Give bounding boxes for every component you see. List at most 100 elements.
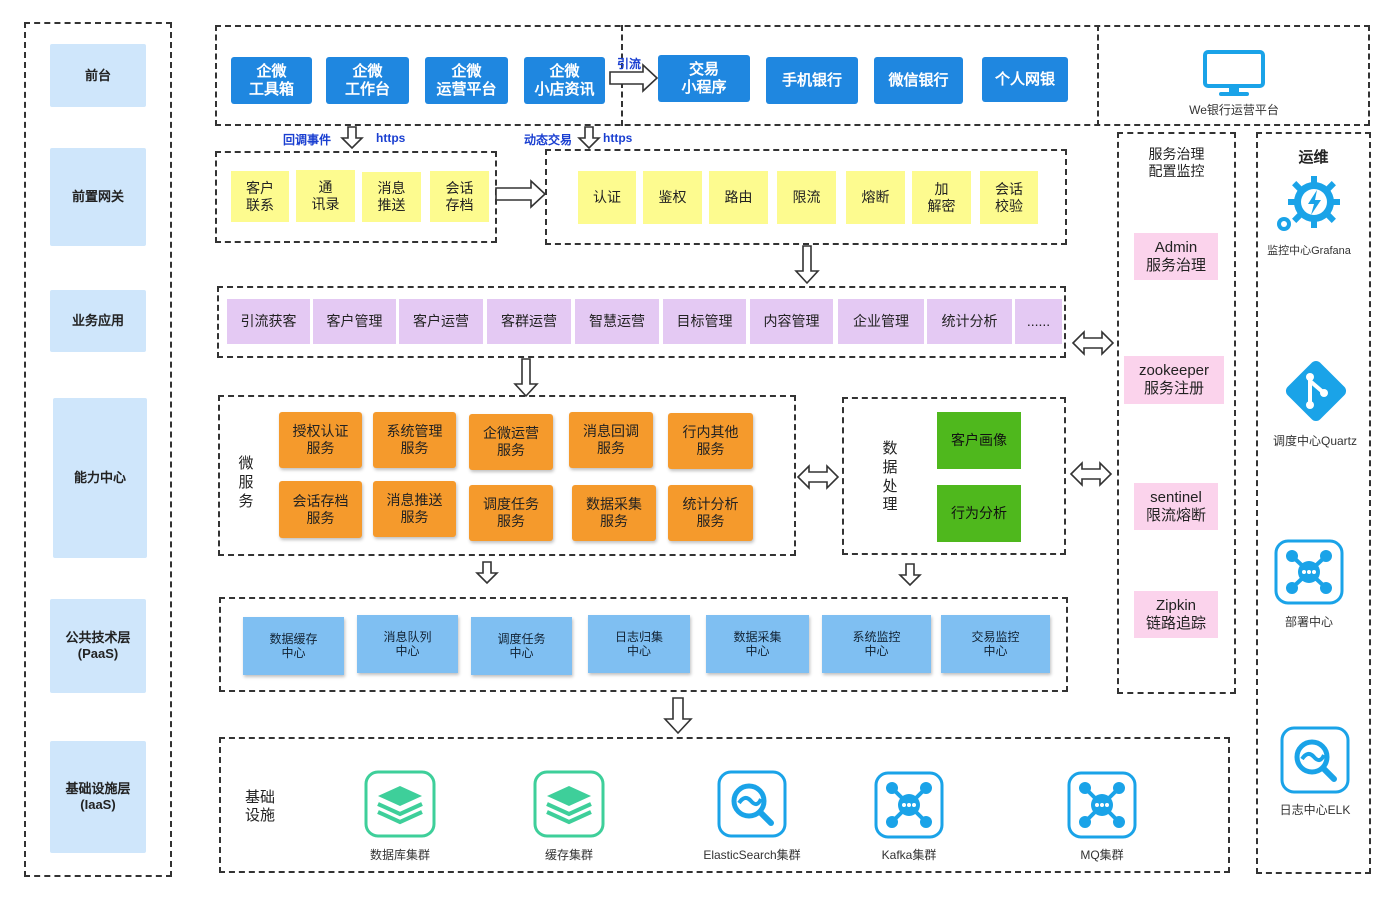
iaas-container <box>219 737 1230 873</box>
dynamic-trade-arrow <box>577 126 601 150</box>
referral-label: 引流 <box>617 57 642 71</box>
search-icon <box>717 770 787 838</box>
business-governance-arrow <box>1071 330 1115 356</box>
paas-system-monitor: 系统监控 中心 <box>822 615 931 673</box>
gateway-circuit-break: 熔断 <box>846 171 905 224</box>
service-session-archive: 会话存档 服务 <box>279 481 362 538</box>
business-lead-acquisition: 引流获客 <box>227 299 310 344</box>
layer-business: 业务应用 <box>50 290 146 352</box>
gateway-right-container <box>545 149 1067 245</box>
service-wecom-operation: 企微运营 服务 <box>469 414 553 470</box>
wecom-workbench: 企微 工作台 <box>326 57 409 104</box>
iaas-database-label: 数据库集群 <box>369 848 430 862</box>
paas-data-collection: 数据采集 中心 <box>706 615 809 673</box>
paas-message-queue: 消息队列 中心 <box>357 615 458 673</box>
ops-grafana-label: 监控中心Grafana <box>1267 245 1351 257</box>
wecom-operations: 企微 运营平台 <box>425 57 508 104</box>
paas-data-cache: 数据缓存 中心 <box>243 617 344 675</box>
governance-container <box>1117 132 1236 694</box>
paas-down-arrow <box>663 697 693 735</box>
gateway-link-arrow <box>495 179 547 209</box>
service-data-collection: 数据采集 服务 <box>572 485 656 541</box>
business-container <box>217 286 1066 358</box>
ops-deploy-label: 部署中心 <box>1284 615 1333 629</box>
service-scheduling: 调度任务 服务 <box>469 485 553 541</box>
business-enterprise-management: 企业管理 <box>838 299 924 344</box>
iaas-cache-label: 缓存集群 <box>544 848 593 862</box>
business-customer-management: 客户管理 <box>313 299 396 344</box>
referral-arrow <box>609 63 659 93</box>
monitor-icon <box>1203 50 1265 96</box>
customer-profile: 客户画像 <box>937 412 1021 469</box>
business-more: ...... <box>1015 299 1062 344</box>
hub-icon <box>874 771 944 839</box>
wecom-toolbox: 企微 工具箱 <box>231 57 312 104</box>
https-label-1: https <box>376 131 406 145</box>
layer-capability: 能力中心 <box>53 398 147 558</box>
paas-trade-monitor: 交易监控 中心 <box>941 615 1050 673</box>
business-content-management: 内容管理 <box>750 299 833 344</box>
service-message-callback: 消息回调 服务 <box>569 412 653 468</box>
service-message-push: 消息推送 服务 <box>373 481 456 537</box>
business-smart-operation: 智慧运营 <box>575 299 659 344</box>
gear-lightning-icon <box>1277 176 1340 231</box>
microservice-title: 微 服 务 <box>238 455 254 510</box>
gateway-session-archive: 会话 存档 <box>430 171 489 222</box>
ops-title: 运维 <box>1298 149 1329 166</box>
business-down-arrow <box>513 358 539 398</box>
ops-container <box>1256 132 1371 874</box>
platform-label: We银行运营平台 <box>1189 103 1279 117</box>
stack-icon <box>364 770 436 838</box>
governance-title: 服务治理 配置监控 <box>1148 146 1205 179</box>
gateway-customer-contact: 客户 联系 <box>231 171 289 222</box>
data-processing-container <box>842 397 1066 555</box>
trade-miniprogram: 交易 小程序 <box>658 55 750 102</box>
gateway-authorization: 鉴权 <box>643 171 702 224</box>
ops-elk-label: 日志中心ELK <box>1279 803 1351 817</box>
business-group-operation: 客群运营 <box>487 299 571 344</box>
hub-icon <box>1067 771 1137 839</box>
https-label-2: https <box>603 131 633 145</box>
wechat-banking: 微信银行 <box>874 57 963 104</box>
capability-down-arrow-right <box>898 563 922 587</box>
dynamic-trade-label: 动态交易 <box>524 133 573 147</box>
paas-scheduling: 调度任务 中心 <box>471 617 572 675</box>
paas-log-collection: 日志归集 中心 <box>588 615 690 673</box>
business-statistics: 统计分析 <box>927 299 1012 344</box>
iaas-kafka-label: Kafka集群 <box>881 848 937 862</box>
gateway-message-push: 消息 推送 <box>362 172 421 222</box>
capability-down-arrow-left <box>475 561 499 585</box>
layer-frontend: 前台 <box>50 44 146 107</box>
business-goal-management: 目标管理 <box>663 299 746 344</box>
gateway-rate-limit: 限流 <box>777 171 836 224</box>
microservice-container <box>218 395 796 556</box>
data-processing-title: 数 据 处 理 <box>882 440 898 514</box>
layer-iaas: 基础设施层 (IaaS) <box>50 741 146 853</box>
gateway-address-book: 通 讯录 <box>296 170 355 222</box>
mobile-banking: 手机银行 <box>766 57 858 104</box>
ops-quartz-label: 调度中心Quartz <box>1272 434 1357 448</box>
stack-icon <box>533 770 605 838</box>
paas-container <box>219 597 1068 692</box>
layer-column <box>24 22 172 877</box>
service-statistics: 统计分析 服务 <box>668 485 753 541</box>
service-system-management: 系统管理 服务 <box>373 412 456 468</box>
governance-zipkin: Zipkin 链路追踪 <box>1134 591 1218 638</box>
governance-sentinel: sentinel 限流熔断 <box>1134 483 1218 530</box>
capability-link-arrow <box>796 464 840 490</box>
service-authorization: 授权认证 服务 <box>279 412 362 468</box>
frontend-platform-divider <box>1097 25 1099 126</box>
behavior-analysis: 行为分析 <box>937 485 1021 542</box>
search-icon <box>1280 726 1350 794</box>
iaas-title: 基础 设施 <box>245 789 276 824</box>
personal-ebanking: 个人网银 <box>982 57 1068 102</box>
gateway-auth: 认证 <box>578 171 636 224</box>
wecom-shop-news: 企微 小店资讯 <box>524 57 605 104</box>
gateway-session-verify: 会话 校验 <box>980 171 1038 224</box>
data-governance-arrow <box>1069 461 1113 487</box>
git-branch-icon <box>1285 360 1347 422</box>
governance-zookeeper: zookeeper 服务注册 <box>1124 356 1224 404</box>
hub-icon <box>1274 539 1344 605</box>
business-customer-operation: 客户运营 <box>399 299 483 344</box>
gateway-routing: 路由 <box>709 171 768 224</box>
